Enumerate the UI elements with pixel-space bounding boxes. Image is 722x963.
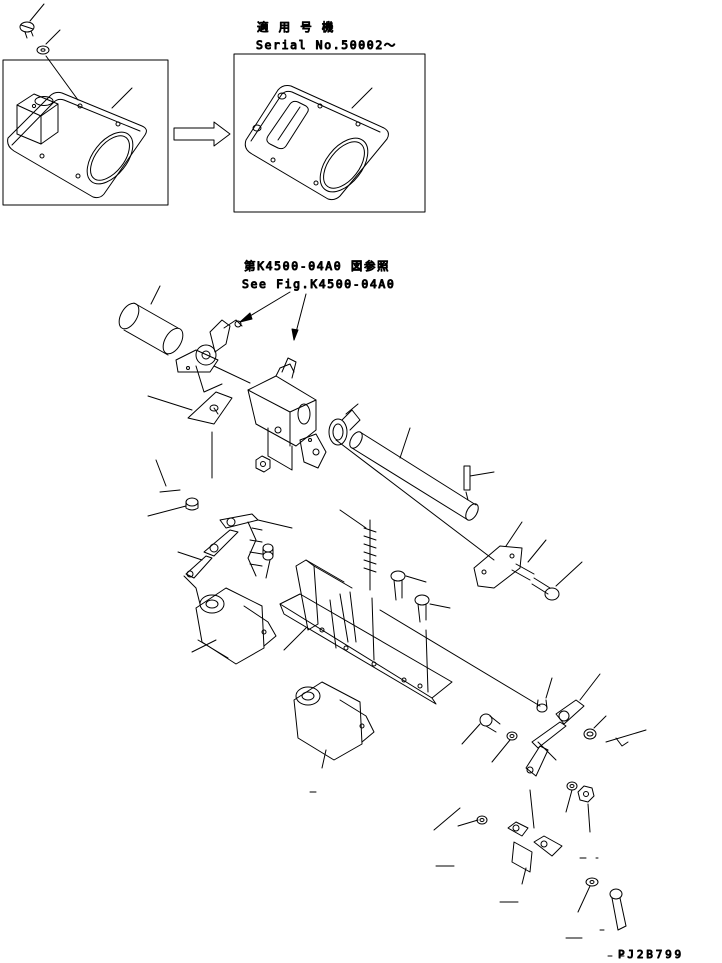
fig-ref-en: See Fig.K4500-04A0: [242, 277, 395, 291]
new-cover-plate: [245, 86, 388, 201]
bracket-frame: [280, 560, 452, 704]
bolt-upper: [391, 571, 426, 600]
fig-ref-leaders: [240, 292, 306, 340]
sleeve-tube: [115, 286, 187, 357]
clip-right: [606, 730, 646, 746]
main-housing: [248, 358, 326, 470]
nut-icon: [256, 456, 270, 472]
serial-note-jp: 適 用 号 機: [257, 20, 335, 34]
new-cover-slot: [253, 93, 308, 149]
top-left-screw-washer: [20, 4, 78, 100]
washer-left: [148, 498, 198, 516]
small-collar: [537, 678, 552, 712]
washer-right-c: [434, 808, 487, 830]
link-assembly: [178, 514, 292, 578]
bellcrank-lever: [526, 674, 600, 828]
long-shaft: [347, 428, 481, 522]
bolt-right: [462, 714, 500, 744]
fig-ref-jp: 第K4500-04A0 図参照: [244, 259, 390, 273]
bolt-lower: [415, 595, 450, 692]
nut-right: [578, 786, 594, 832]
drawing-code: PJ2B799: [618, 948, 684, 961]
solenoid-left: [184, 576, 276, 664]
washer-right-d: [578, 878, 598, 912]
solenoid-lower: [294, 682, 374, 768]
old-cover-plate: [8, 92, 147, 197]
screw-icon: [20, 22, 34, 38]
new-cover-box: [234, 54, 425, 212]
long-spring: [340, 510, 376, 660]
old-cover-box: [3, 60, 168, 205]
clevis-pin: [610, 889, 626, 930]
clevis-link: [508, 822, 562, 884]
serial-note-en: Serial No.50002～: [256, 38, 397, 52]
small-bracket-plate: [148, 392, 232, 478]
small-spacer: [263, 544, 273, 578]
old-cover-bracket: [17, 94, 58, 144]
arrow-icon: [174, 122, 230, 146]
washer-right-a: [492, 732, 517, 762]
arm-plate-right: [474, 522, 582, 600]
dash-marks: [310, 792, 624, 956]
bushing-right: [584, 716, 606, 739]
roll-pin: [464, 466, 494, 500]
washer-right-b: [566, 782, 577, 812]
washer-icon: [37, 46, 49, 54]
bushing: [329, 404, 360, 445]
assembly-axis-lines: [214, 366, 540, 706]
shift-lever: [176, 320, 242, 392]
bolt-icon: [532, 578, 559, 600]
marker-pin: [156, 460, 180, 492]
